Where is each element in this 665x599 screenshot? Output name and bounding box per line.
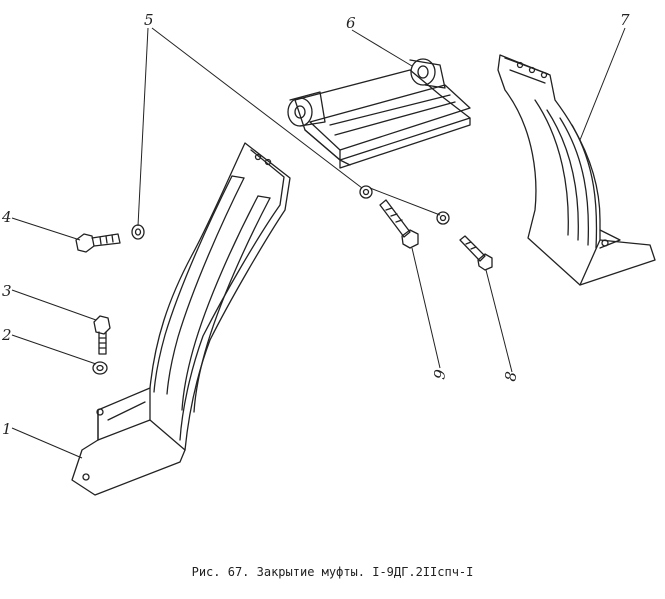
figure-caption: Рис. 67. Закрытие муфты. I-9ДГ.2IIспч-I [191, 565, 474, 579]
bearing-bracket [287, 58, 471, 169]
callout-4: 4 [1, 208, 12, 226]
right-curved-cover [497, 54, 656, 286]
callout-8: 8 [501, 370, 520, 383]
leader-lines [11, 27, 626, 459]
callout-2: 2 [1, 326, 12, 344]
callout-1: 1 [2, 420, 12, 438]
washer-5-center [359, 185, 373, 199]
bolt-8 [459, 235, 493, 271]
bolt-3 [93, 315, 111, 355]
callout-labels: 1 2 3 4 5 6 7 8 9 [1, 11, 630, 438]
callout-6: 6 [346, 14, 356, 32]
washer-right [436, 211, 450, 225]
callout-9: 9 [430, 368, 449, 381]
washer-2 [92, 361, 108, 375]
washer-5-left [131, 224, 145, 240]
left-curved-cover [71, 142, 291, 496]
callout-7: 7 [620, 11, 630, 29]
callout-3: 3 [2, 282, 12, 300]
callout-5: 5 [144, 11, 154, 29]
bolt-4 [75, 233, 121, 253]
bolt-9 [379, 199, 419, 249]
